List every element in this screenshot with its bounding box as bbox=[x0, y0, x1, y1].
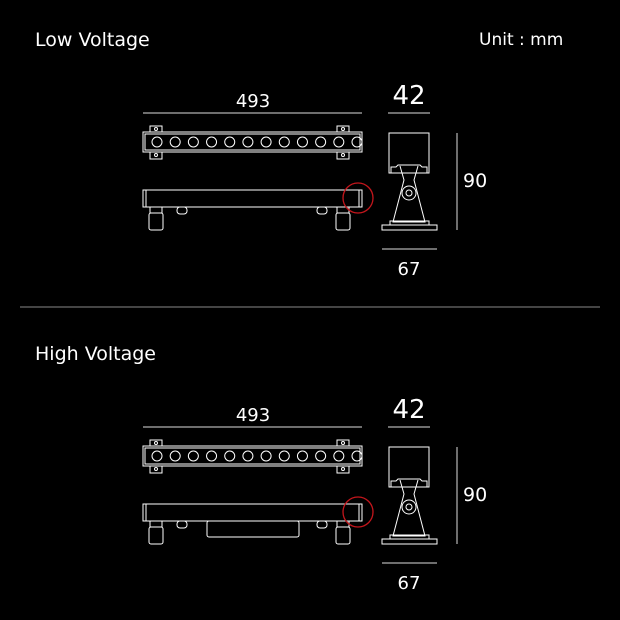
base-step bbox=[389, 534, 430, 540]
screw-hole bbox=[154, 127, 158, 131]
led bbox=[333, 450, 345, 462]
bracket-hinge bbox=[149, 206, 163, 214]
screw-hole bbox=[341, 467, 345, 471]
height-label: 90 bbox=[463, 170, 487, 192]
led bbox=[296, 450, 308, 462]
side-housing bbox=[142, 503, 363, 522]
led bbox=[333, 136, 345, 148]
screw-hole bbox=[154, 467, 158, 471]
top-view bbox=[142, 125, 363, 160]
end-view bbox=[381, 446, 438, 545]
led bbox=[151, 136, 163, 148]
cable-gland bbox=[176, 520, 188, 529]
cable-gland bbox=[316, 520, 328, 529]
led bbox=[206, 136, 218, 148]
end-housing bbox=[388, 132, 430, 174]
base-width-label: 67 bbox=[398, 573, 421, 594]
led bbox=[151, 450, 163, 462]
length-label: 493 bbox=[236, 91, 270, 112]
led bbox=[296, 136, 308, 148]
led bbox=[260, 136, 272, 148]
width-label: 42 bbox=[392, 81, 425, 111]
section-high-voltage: High Voltage 493 42 90 67 bbox=[35, 343, 487, 594]
cable-gland bbox=[316, 206, 328, 215]
bracket-hinge bbox=[149, 520, 163, 528]
side-view bbox=[142, 496, 374, 545]
side-view bbox=[142, 182, 374, 231]
base-plate bbox=[381, 224, 438, 231]
led bbox=[242, 136, 254, 148]
pivot-bolt bbox=[405, 503, 413, 511]
bracket-arm bbox=[392, 479, 426, 537]
cable-gland bbox=[176, 206, 188, 215]
length-label: 493 bbox=[236, 405, 270, 426]
top-view bbox=[142, 439, 363, 474]
screw-hole bbox=[154, 153, 158, 157]
led bbox=[242, 450, 254, 462]
led bbox=[224, 450, 236, 462]
screw-hole bbox=[154, 441, 158, 445]
led bbox=[206, 450, 218, 462]
side-housing bbox=[142, 189, 363, 208]
led bbox=[315, 450, 327, 462]
led bbox=[187, 450, 199, 462]
detail-highlight-circle bbox=[342, 496, 374, 528]
led bbox=[351, 450, 363, 462]
section-title: Low Voltage bbox=[35, 29, 150, 51]
light-bar-lens bbox=[144, 447, 361, 465]
pivot-knob bbox=[401, 185, 417, 201]
led bbox=[278, 136, 290, 148]
led bbox=[187, 136, 199, 148]
width-label: 42 bbox=[392, 395, 425, 425]
mounting-foot bbox=[335, 212, 351, 231]
mounting-foot bbox=[148, 526, 164, 545]
led bbox=[260, 450, 272, 462]
base-width-label: 67 bbox=[398, 259, 421, 280]
mounting-foot bbox=[148, 212, 164, 231]
screw-hole bbox=[341, 153, 345, 157]
led bbox=[224, 136, 236, 148]
height-label: 90 bbox=[463, 484, 487, 506]
end-housing bbox=[388, 446, 430, 488]
led bbox=[315, 136, 327, 148]
base-step bbox=[389, 220, 430, 226]
pivot-bolt bbox=[405, 189, 413, 197]
screw-hole bbox=[341, 441, 345, 445]
bracket-clamp bbox=[390, 164, 428, 173]
led bbox=[169, 136, 181, 148]
unit-label: Unit : mm bbox=[479, 30, 563, 50]
mounting-foot bbox=[335, 526, 351, 545]
end-view bbox=[381, 132, 438, 231]
section-low-voltage: Low Voltage 493 42 90 67 bbox=[35, 29, 487, 280]
driver-box bbox=[206, 520, 300, 538]
led bbox=[351, 136, 363, 148]
light-bar-lens bbox=[144, 133, 361, 151]
screw-hole bbox=[341, 127, 345, 131]
led bbox=[169, 450, 181, 462]
bracket-clamp bbox=[390, 478, 428, 487]
section-title: High Voltage bbox=[35, 343, 156, 365]
base-plate bbox=[381, 538, 438, 545]
bracket-arm bbox=[392, 165, 426, 223]
led bbox=[278, 450, 290, 462]
pivot-knob bbox=[401, 499, 417, 515]
detail-highlight-circle bbox=[342, 182, 374, 214]
